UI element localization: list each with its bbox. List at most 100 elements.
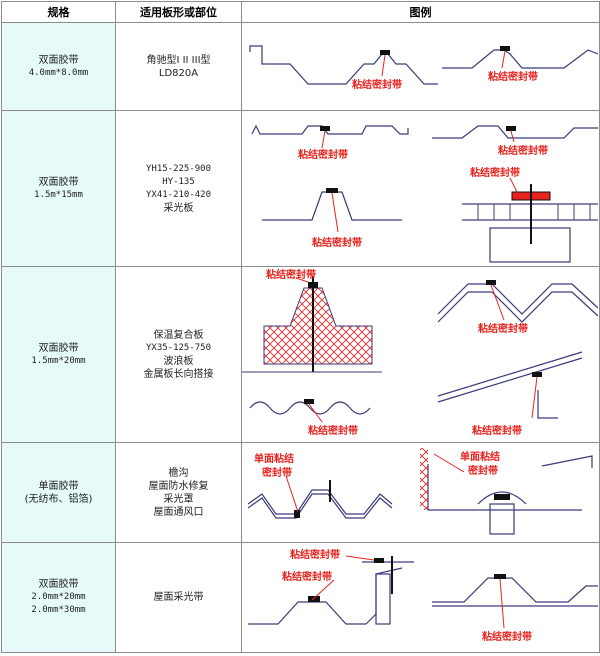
tape-mark — [494, 573, 506, 579]
profile-top-right — [432, 124, 598, 139]
figure-row-3: 粘结密封带 粘结密封带 粘结密封带 粘结密封带 — [242, 268, 598, 437]
board-item: LD820A — [158, 67, 199, 79]
figure-label: 粘结密封带 — [298, 148, 348, 161]
figure-label: 粘结密封带 — [312, 236, 362, 249]
board-item: 金属板长向搭接 — [143, 368, 214, 380]
spec-cell: 双面胶带 2.0mm*20mm 2.0mm*30mm — [1, 542, 116, 653]
spec-cell: 双面胶带 1.5mm*20mm — [1, 266, 116, 443]
tape-mark — [494, 493, 510, 500]
figure-label: 粘结密封带 — [352, 78, 402, 91]
figure-label: 单面粘结 — [460, 450, 500, 463]
figure-label: 粘结密封带 — [498, 144, 548, 157]
spec-type: 单面胶带 — [38, 480, 79, 492]
spec-size: 1.5mm*20mm — [31, 355, 86, 366]
skylight-upright — [375, 572, 391, 625]
figure-label: 粘结密封带 — [308, 424, 358, 437]
header-spec: 规格 — [1, 1, 116, 23]
table-row: 双面胶带 2.0mm*20mm 2.0mm*30mm 屋面采光带 — [1, 542, 600, 653]
board-item: 屋面防水修复 — [148, 480, 209, 492]
figure-label: 密封带 — [262, 466, 292, 479]
board-item: 采光罩 — [163, 493, 194, 505]
header-board: 适用板形或部位 — [115, 1, 242, 23]
figure-row-5: 粘结密封带 粘结密封带 粘结密封带 — [248, 548, 598, 643]
table-row: 双面胶带 1.5m*15mm YH15-225-900 HY-135 YX41-… — [1, 110, 600, 267]
profile-left — [248, 600, 366, 625]
profile-top-right-lower — [437, 290, 598, 323]
figure-label: 粘结密封带 — [478, 322, 528, 335]
figure-cell: 单面粘结 密封带 单面粘结 密封带 — [241, 442, 600, 543]
figure-label: 粘结密封带 — [290, 548, 340, 561]
board-item: YH15-225-900 — [145, 163, 212, 174]
board-cell: 角驰型I II III型 LD820A — [115, 22, 242, 111]
skylight-dome — [477, 490, 527, 504]
board-item: YX35-125-750 — [145, 342, 212, 353]
figure-row-2: 粘结密封带 粘结密封带 粘结密封带 粘结密封带 — [251, 124, 598, 263]
spec-note: (无纺布、铝箔) — [24, 493, 93, 505]
profile-left — [247, 488, 393, 515]
spec-size: 2.0mm*30mm — [31, 605, 86, 615]
tape-mark — [500, 45, 510, 51]
tape-mark — [308, 595, 320, 602]
header-figure: 图例 — [241, 1, 600, 23]
profile-right — [432, 576, 598, 603]
header-row: 规格 适用板形或部位 图例 — [1, 1, 600, 23]
insulation-panel — [263, 287, 373, 364]
label-leader — [381, 54, 386, 76]
board-item: 屋面采光带 — [153, 592, 204, 603]
lap-panel-top — [437, 350, 583, 397]
figure-row-1: 粘结密封带 粘结密封带 — [249, 44, 598, 91]
tape-mark — [506, 125, 516, 131]
spec-cell: 双面胶带 1.5m*15mm — [1, 110, 116, 267]
profile-left-lower — [247, 492, 393, 519]
board-cell: YH15-225-900 HY-135 YX41-210-420 采光板 — [115, 110, 242, 267]
figure-label: 粘结密封带 — [282, 570, 332, 583]
table-row: 双面胶带 1.5mm*20mm 保温复合板 YX35-125-750 波浪板 金… — [1, 266, 600, 443]
tape-mark — [326, 187, 338, 193]
spec-type: 双面胶带 — [38, 342, 79, 354]
figure-cell: 粘结密封带 粘结密封带 — [241, 22, 600, 111]
tape-mark — [486, 279, 496, 285]
profile-top-left — [251, 124, 409, 135]
table-row: 单面胶带 (无纺布、铝箔) 檐沟 屋面防水修复 采光罩 屋面通风口 — [1, 442, 600, 543]
board-item: 波浪板 — [163, 355, 194, 367]
profile-right — [442, 48, 598, 69]
gutter-edge — [541, 454, 593, 468]
tape-mark — [380, 49, 390, 55]
tape-mark — [374, 557, 384, 563]
board-item: 角驰型I II III型 — [146, 54, 211, 66]
spec-cell: 单面胶带 (无纺布、铝箔) — [1, 442, 116, 543]
tape-mark — [294, 509, 300, 518]
tape-mark — [304, 398, 314, 404]
label-leader — [501, 50, 506, 68]
figure-label: 粘结密封带 — [266, 268, 316, 281]
board-cell: 檐沟 屋面防水修复 采光罩 屋面通风口 — [115, 442, 242, 543]
figure-cell: 粘结密封带 粘结密封带 粘结密封带 粘结密封带 — [241, 266, 600, 443]
table-row: 双面胶带 4.0mm*8.0mm 角驰型I II III型 LD820A 粘结密… — [1, 22, 600, 111]
vent-pipe — [489, 502, 515, 535]
lap-panel-bottom — [437, 356, 583, 403]
board-item: 保温复合板 — [153, 329, 204, 341]
spec-type: 双面胶带 — [38, 54, 79, 66]
figure-label: 单面粘结 — [254, 452, 294, 465]
spec-size: 1.5m*15mm — [34, 189, 83, 200]
board-item: 采光板 — [163, 202, 194, 214]
board-item: 檐沟 — [168, 467, 189, 479]
wall-hatch — [420, 447, 428, 510]
board-item: HY-135 — [162, 176, 195, 187]
profile-top-right — [437, 282, 598, 315]
wave-profile — [249, 400, 371, 415]
tape-mark — [532, 371, 542, 377]
board-cell: 屋面采光带 — [115, 542, 242, 653]
spec-type: 双面胶带 — [38, 176, 79, 188]
spec-cell: 双面胶带 4.0mm*8.0mm — [1, 22, 116, 111]
figure-cell: 粘结密封带 粘结密封带 粘结密封带 粘结密封带 — [241, 110, 600, 267]
figure-row-4: 单面粘结 密封带 单面粘结 密封带 — [247, 447, 593, 535]
spec-size: 4.0mm*8.0mm — [28, 67, 89, 78]
profile-left — [249, 44, 438, 85]
spec-type: 双面胶带 — [38, 579, 79, 590]
board-cell: 保温复合板 YX35-125-750 波浪板 金属板长向搭接 — [115, 266, 242, 443]
figure-label: 粘结密封带 — [472, 424, 522, 437]
board-item: 屋面通风口 — [153, 506, 204, 518]
